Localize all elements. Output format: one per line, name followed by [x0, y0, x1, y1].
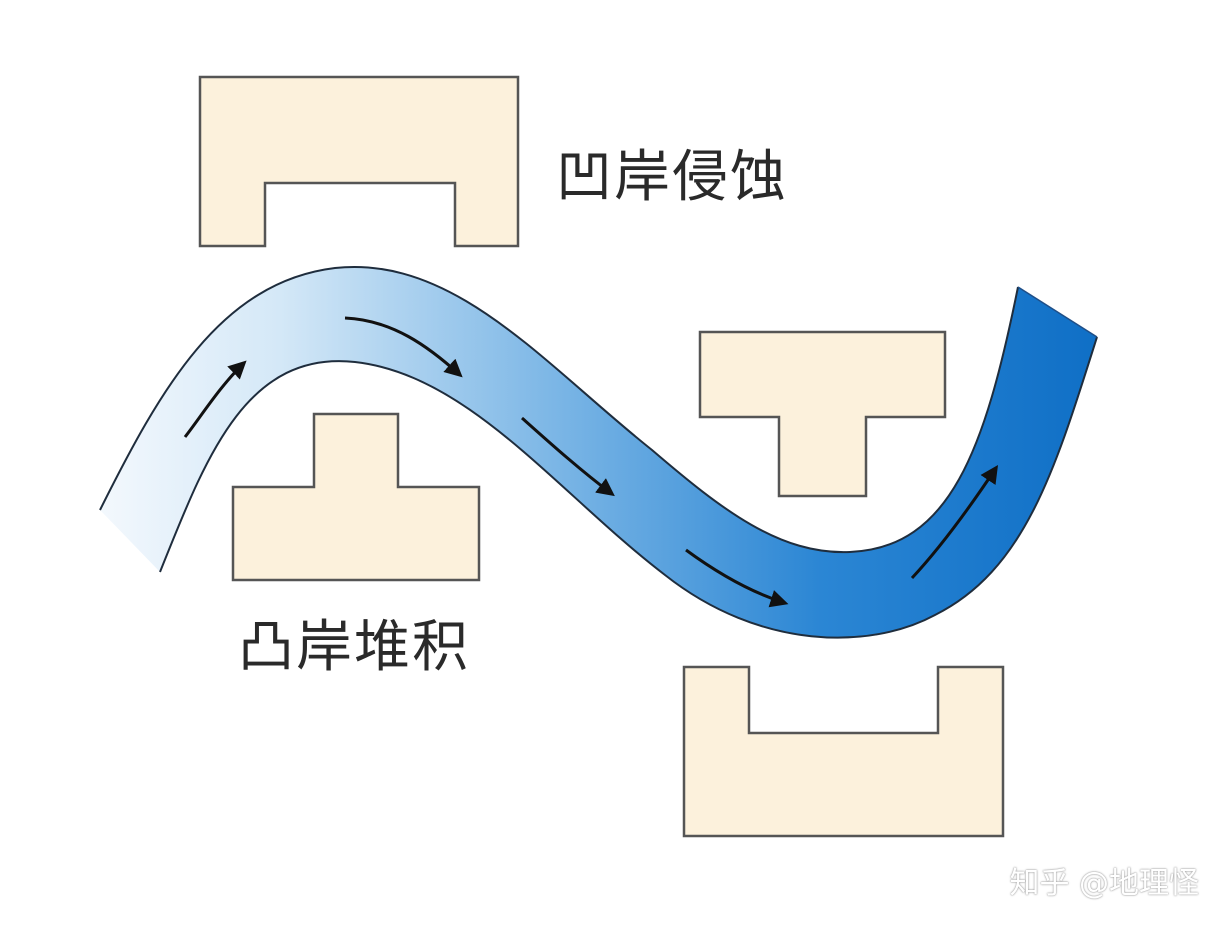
river-end-edge [1017, 286, 1098, 338]
river-bank-lower-edge [159, 336, 1098, 639]
bank-block-bottom-right [682, 665, 1005, 838]
bank-block-middle-right [698, 330, 947, 498]
convex-bank-deposition-label: 凸岸堆积 [238, 615, 470, 680]
bank-block-bottom-left [231, 412, 481, 582]
flow-arrow-icon-1 [183, 360, 247, 438]
watermark: 知乎 @地理怪 [1009, 866, 1199, 901]
flow-arrow-icon-3 [521, 416, 615, 497]
river-channel [100, 266, 1097, 638]
river-bank-upper-edge [99, 265, 1019, 554]
bank-block-top-left [198, 75, 520, 248]
flow-arrow-icon-5 [910, 465, 998, 580]
flow-arrow-icon-4 [685, 548, 789, 608]
concave-bank-erosion-label: 凹岸侵蚀 [556, 145, 788, 210]
flow-arrow-icon-2 [344, 316, 463, 378]
